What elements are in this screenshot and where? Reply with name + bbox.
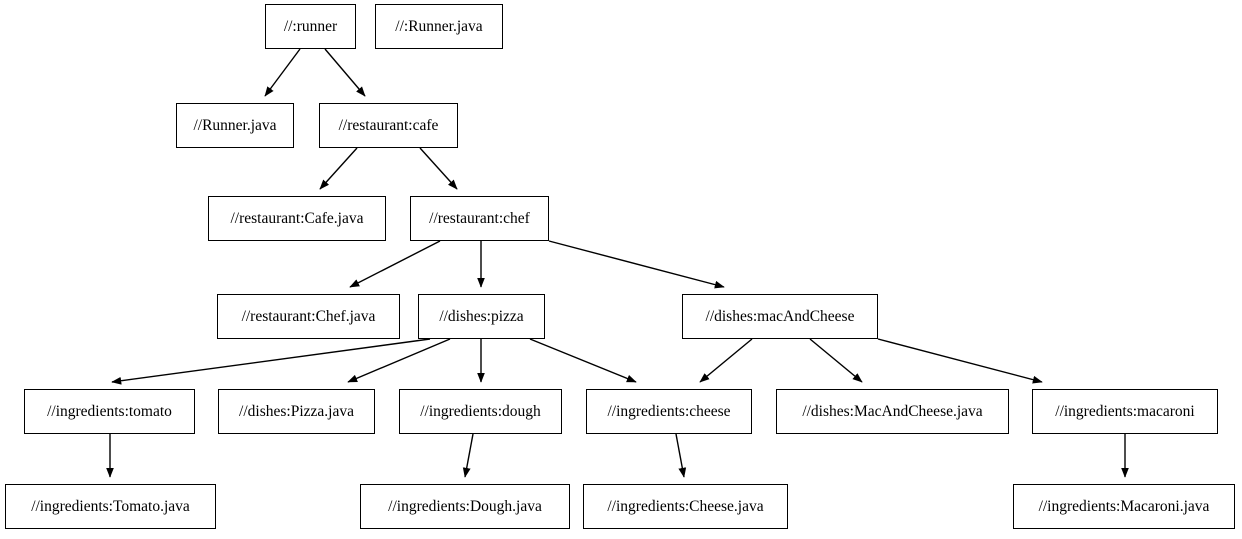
graph-edge-pizza-to-pizza_java [347, 338, 451, 383]
graph-node-label: //ingredients:tomato [47, 402, 172, 420]
graph-node-runner[interactable]: //:runner [265, 4, 356, 49]
graph-node-label: //:runner [283, 17, 338, 35]
graph-node-restaurant_chef_java[interactable]: //restaurant:Chef.java [217, 294, 400, 339]
graph-node-label: //ingredients:Tomato.java [31, 497, 190, 515]
graph-node-label: //restaurant:Chef.java [241, 307, 376, 325]
graph-node-label: //:Runner.java [395, 17, 483, 35]
graph-node-label: //dishes:MacAndCheese.java [802, 402, 983, 420]
graph-edge-runner-to-restaurant_cafe [324, 48, 366, 97]
graph-node-label: //restaurant:chef [429, 209, 530, 227]
graph-edge-dough-to-dough_java [462, 433, 474, 478]
graph-node-dishes_pizza_java[interactable]: //dishes:Pizza.java [218, 389, 375, 434]
graph-node-label: //restaurant:cafe [338, 116, 439, 134]
graph-node-restaurant_cafe_java[interactable]: //restaurant:Cafe.java [208, 196, 386, 241]
graph-edge-cheese-to-cheese_java [675, 433, 687, 478]
graph-node-restaurant_chef[interactable]: //restaurant:chef [410, 196, 549, 241]
graph-node-macaroni_java[interactable]: //ingredients:Macaroni.java [1013, 484, 1235, 529]
graph-node-dough_java[interactable]: //ingredients:Dough.java [360, 484, 570, 529]
graph-node-label: //ingredients:cheese [607, 402, 731, 420]
graph-node-dishes_pizza[interactable]: //dishes:pizza [418, 294, 545, 339]
graph-node-cheese_java[interactable]: //ingredients:Cheese.java [583, 484, 788, 529]
graph-node-label: //ingredients:macaroni [1055, 402, 1195, 420]
graph-node-root_runner_java[interactable]: //:Runner.java [375, 4, 503, 49]
graph-node-label: //dishes:pizza [439, 307, 524, 325]
graph-edge-macandcheese-to-mac_java [809, 338, 863, 383]
graph-node-label: //Runner.java [193, 116, 277, 134]
graph-node-label: //ingredients:dough [420, 402, 541, 420]
graph-node-ingredients_tomato[interactable]: //ingredients:tomato [24, 389, 195, 434]
graph-node-ingredients_cheese[interactable]: //ingredients:cheese [586, 389, 752, 434]
graph-edge-macandcheese-to-cheese [699, 338, 753, 383]
graph-node-label: //ingredients:Dough.java [388, 497, 542, 515]
graph-edge-chef-to-macandcheese [548, 240, 725, 289]
graph-edge-cafe-to-chef [419, 147, 458, 190]
graph-node-label: //dishes:Pizza.java [239, 402, 354, 420]
graph-edge-pizza-to-tomato [111, 338, 431, 385]
graph-node-ingredients_dough[interactable]: //ingredients:dough [399, 389, 562, 434]
graph-node-tomato_java[interactable]: //ingredients:Tomato.java [5, 484, 216, 529]
graph-node-label: //ingredients:Cheese.java [607, 497, 764, 515]
graph-node-label: //restaurant:Cafe.java [230, 209, 364, 227]
graph-node-label: //ingredients:Macaroni.java [1038, 497, 1210, 515]
graph-edge-macandcheese-to-macaroni [877, 338, 1043, 384]
graph-edge-cafe-to-cafe_java [319, 147, 358, 190]
graph-node-ingredients_macaroni[interactable]: //ingredients:macaroni [1032, 389, 1218, 434]
graph-node-runner_java[interactable]: //Runner.java [176, 103, 294, 148]
graph-edge-runner-to-runner_java [264, 48, 301, 97]
graph-node-label: //dishes:macAndCheese [705, 307, 855, 325]
graph-edge-chef-to-chef_java [349, 240, 441, 288]
graph-edge-pizza-to-cheese [529, 338, 637, 383]
graph-node-dishes_mac_java[interactable]: //dishes:MacAndCheese.java [776, 389, 1009, 434]
graph-node-dishes_macandcheese[interactable]: //dishes:macAndCheese [682, 294, 878, 339]
graph-node-restaurant_cafe[interactable]: //restaurant:cafe [319, 103, 458, 148]
